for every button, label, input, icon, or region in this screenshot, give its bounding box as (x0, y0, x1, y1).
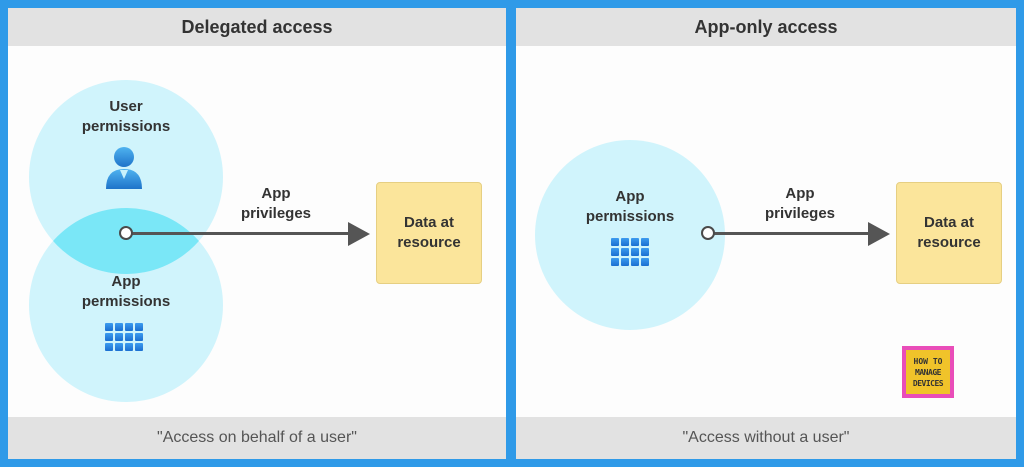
data-at-resource-line1: Data at (403, 214, 455, 231)
connection-node-right (701, 226, 715, 240)
app-permissions-right-line2: permissions (585, 208, 675, 225)
app-privileges-right-line2: privileges (764, 205, 836, 222)
logo-line3: DEVICES (912, 378, 944, 388)
logo-line1: HOW TO (913, 356, 943, 366)
data-at-resource-line2: resource (397, 234, 461, 251)
app-privileges-label-right: App privileges (750, 184, 850, 224)
app-grid-icon (105, 323, 143, 351)
app-privileges-line1: App (261, 185, 291, 202)
app-permissions-label: App permissions (76, 272, 176, 312)
app-only-access-panel: App-only access App permissions App priv… (516, 8, 1016, 459)
app-only-access-title: App-only access (516, 8, 1016, 46)
user-icon (106, 147, 142, 189)
delegated-access-panel: Delegated access User permissions App pe… (8, 8, 506, 459)
app-permissions-line1: App (111, 273, 141, 290)
user-permissions-line1: User (109, 98, 143, 115)
user-permissions-label: User permissions (76, 97, 176, 137)
delegated-access-title: Delegated access (8, 8, 506, 46)
connection-node (119, 226, 133, 240)
app-only-access-footer: "Access without a user" (516, 417, 1016, 459)
app-grid-icon (611, 238, 649, 266)
data-at-resource-box: Data at resource (376, 182, 482, 284)
data-at-resource-box-right: Data at resource (896, 182, 1002, 284)
arrow-line (132, 232, 354, 235)
arrow-head-icon (868, 222, 890, 246)
data-at-resource-right-line1: Data at (923, 214, 975, 231)
delegated-access-footer: "Access on behalf of a user" (8, 417, 506, 459)
app-permissions-right-line1: App (615, 188, 645, 205)
app-permissions-line2: permissions (81, 293, 171, 310)
app-permissions-circle-right (535, 140, 725, 330)
arrow-line-right (714, 232, 874, 235)
overlap-lens (29, 208, 223, 274)
app-privileges-right-line1: App (785, 185, 815, 202)
how-to-manage-devices-logo: HOW TO MANAGE DEVICES (902, 346, 954, 398)
user-permissions-line2: permissions (81, 118, 171, 135)
app-permissions-label-right: App permissions (580, 187, 680, 227)
data-at-resource-right-line2: resource (917, 234, 981, 251)
app-privileges-label: App privileges (226, 184, 326, 224)
logo-line2: MANAGE (915, 367, 941, 377)
arrow-head-icon (348, 222, 370, 246)
app-privileges-line2: privileges (240, 205, 312, 222)
